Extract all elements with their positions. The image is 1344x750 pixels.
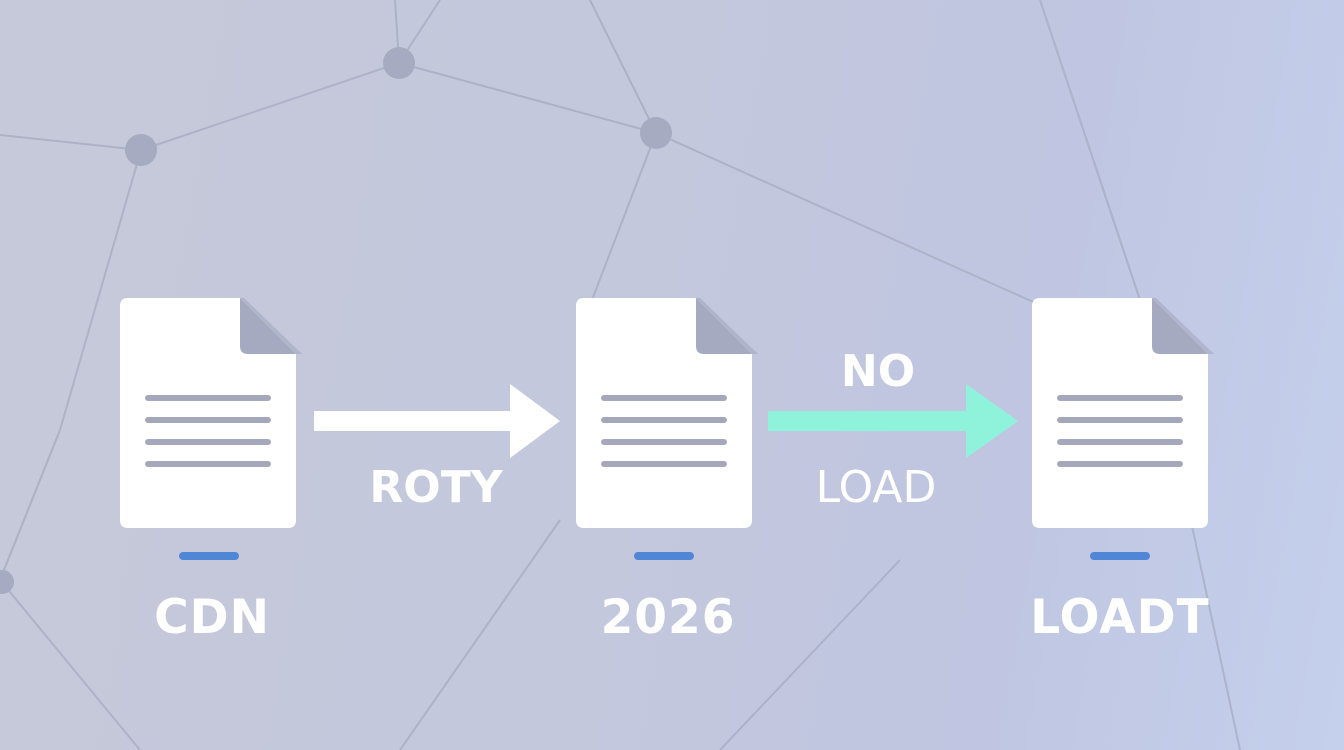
document-node-loadt [1032, 298, 1218, 536]
network-node [383, 47, 415, 79]
node-underline [179, 552, 239, 560]
document-icon [576, 298, 758, 528]
document-icon [120, 298, 302, 528]
document-icon [1032, 298, 1214, 528]
network-node [125, 134, 157, 166]
node-label-loadt: LOADT [1030, 590, 1210, 645]
document-node-cdn [120, 298, 306, 536]
arrow-right-icon [314, 384, 560, 458]
edge-label-roty: ROTY [369, 462, 503, 513]
network-node [0, 570, 14, 594]
arrow-right-icon [768, 384, 1018, 458]
edge-label-no: NO [840, 346, 916, 397]
node-label-cdn: CDN [154, 590, 270, 645]
node-underline [1090, 552, 1150, 560]
network-node [640, 117, 672, 149]
edge-label-load: LOAD [815, 462, 937, 513]
document-node-2026 [576, 298, 762, 536]
node-underline [634, 552, 694, 560]
node-label-2026: 2026 [600, 590, 736, 645]
